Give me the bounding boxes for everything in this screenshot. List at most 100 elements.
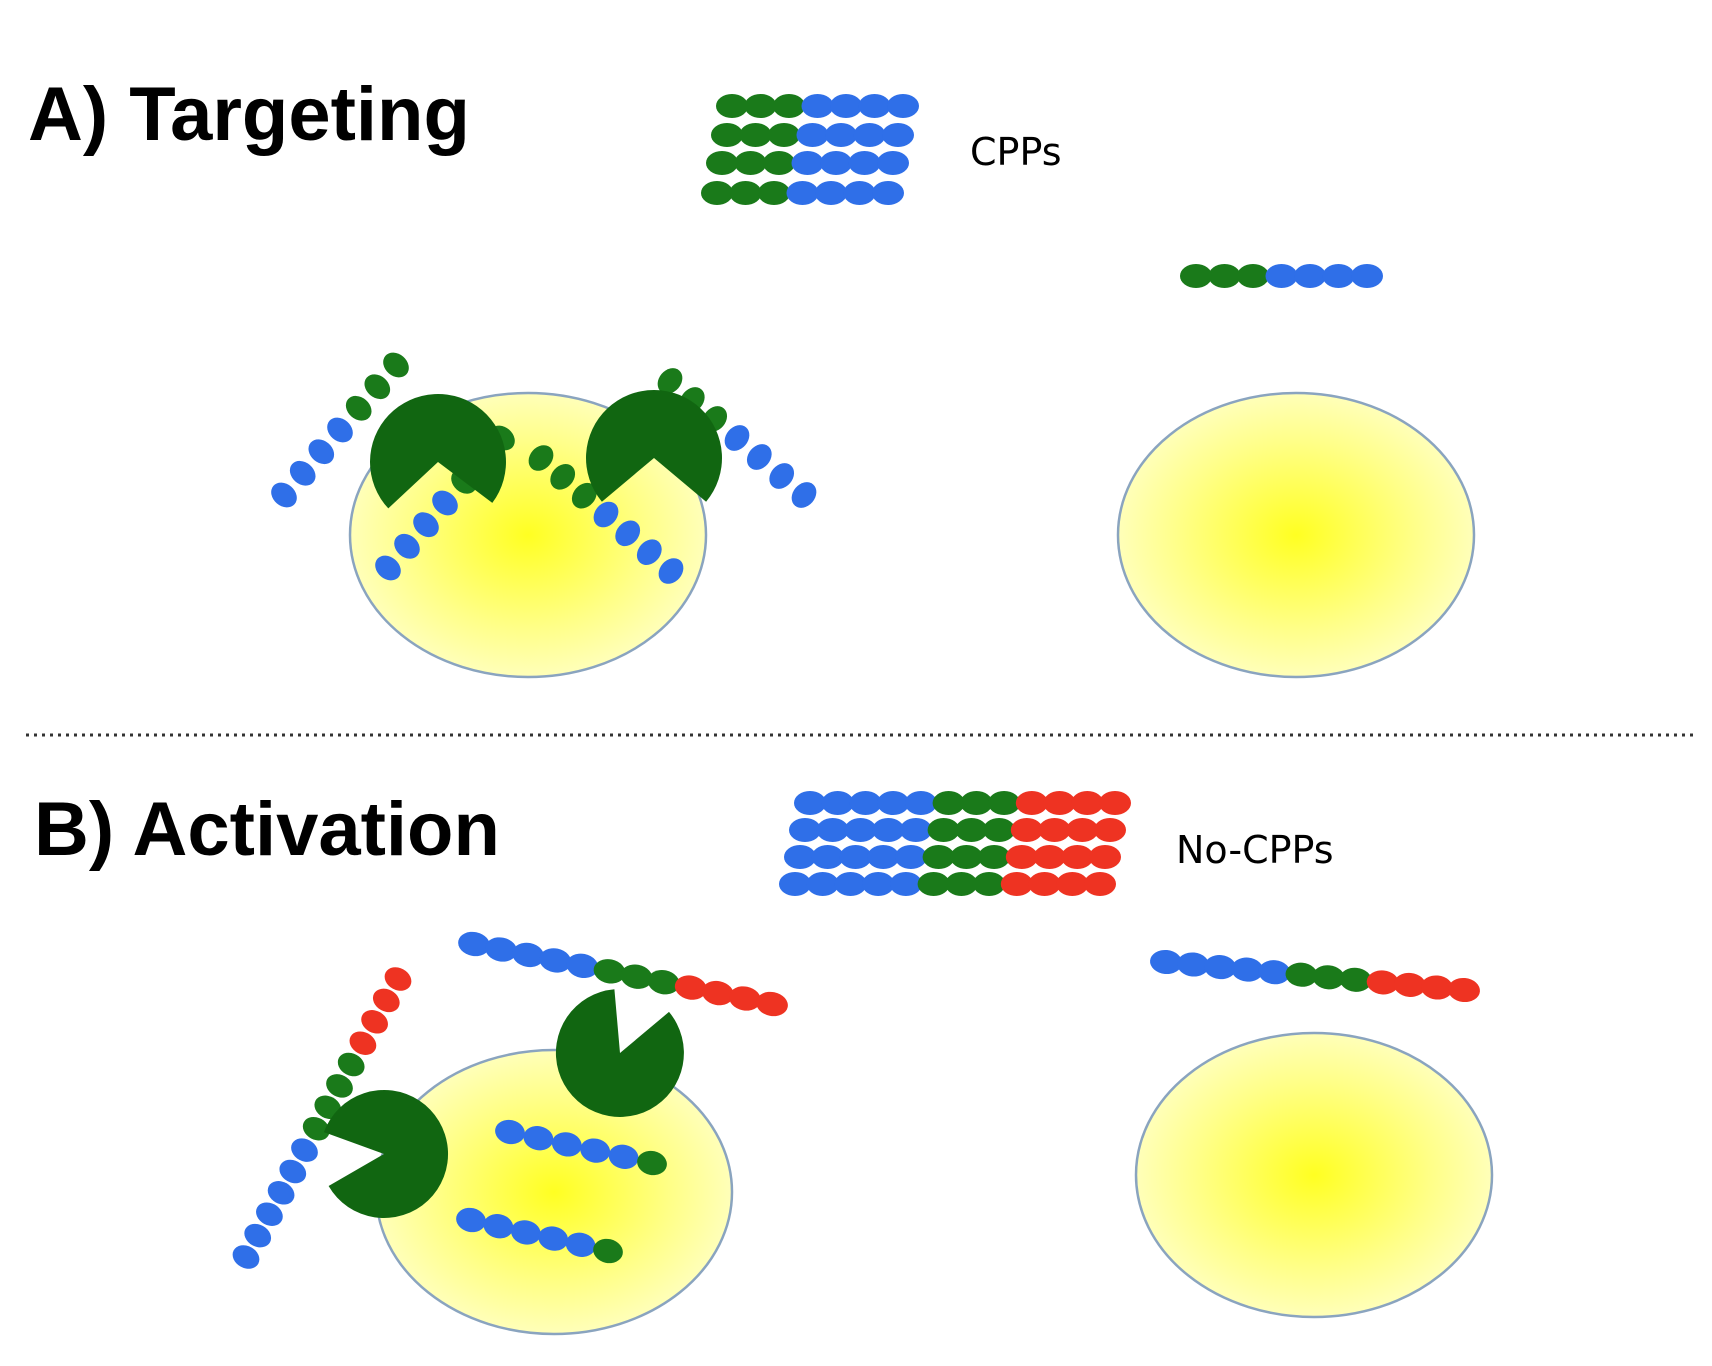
bead [784,845,816,869]
bead [887,94,919,118]
bead [773,94,805,118]
bead [844,818,877,842]
bead [1084,872,1116,896]
bead [308,439,335,465]
bead [593,1238,623,1264]
bead [899,818,932,842]
bead [372,988,400,1013]
bead [724,425,750,451]
cpp-stack-row [701,181,904,205]
bead [1265,264,1298,288]
bead [801,94,834,118]
bead [657,368,683,394]
bead [510,1220,541,1245]
bead [593,501,619,528]
bead [1071,791,1104,815]
bead [1089,845,1121,869]
bead [794,791,826,815]
bead [1056,872,1089,896]
bead [593,959,626,984]
bead [289,460,316,486]
bead [820,151,852,175]
bead [1322,264,1355,288]
bead [432,490,458,516]
bead [550,464,576,490]
bead [326,1074,353,1098]
bead [394,533,420,559]
cpp-bound-outer-left [271,352,409,508]
bead [1448,977,1480,1003]
bead [337,1052,365,1077]
bead [768,123,800,147]
bead [872,181,904,205]
bead [291,1138,318,1162]
bead [1099,791,1131,815]
bead [806,872,839,896]
bead [843,181,876,205]
bead [528,445,554,471]
bead [877,151,909,175]
bead [983,818,1016,842]
bead [1294,264,1326,288]
bead [988,791,1021,815]
bead [734,151,767,175]
bead [882,123,914,147]
panel-activation: B) Activation No-CPPs [34,787,1494,1336]
nocpp-free [1150,949,1480,1003]
bead [1038,818,1071,842]
panel-targeting: A) Targeting CPPs [28,72,1476,679]
bead [917,872,950,896]
cpp-stack-row [711,123,914,147]
enzyme-cleaving-top [555,989,684,1117]
bead [1393,972,1426,997]
bead [1312,965,1345,990]
bead [267,1181,295,1205]
bead [746,444,772,470]
bead [960,791,993,815]
bead [862,872,895,896]
bead [413,512,439,538]
bead [1061,845,1094,869]
bead [375,555,401,581]
bead [739,123,772,147]
bead [849,791,882,815]
bead [1033,845,1066,869]
bead [551,1132,582,1157]
bead [763,151,795,175]
bead [1177,952,1210,977]
nocpp-stack-row [789,818,1126,842]
bead [894,845,927,869]
bead [608,1144,639,1169]
cpp-internal-right [528,445,684,584]
bead [825,123,857,147]
bead [779,872,811,896]
bead [1208,264,1241,288]
bead [904,791,937,815]
bead [955,818,988,842]
panel-b-title: B) Activation [34,787,500,872]
bead [816,818,849,842]
bead [571,482,597,509]
bead [1015,791,1048,815]
nocpp-stack-row [779,872,1116,896]
bead [769,463,795,489]
bead [1000,872,1033,896]
enzyme-receptor-left [369,393,506,509]
bead [811,845,844,869]
bead [877,791,910,815]
bead [1366,970,1399,995]
bead [853,123,886,147]
panel-b-peptide-label: No-CPPs [1176,828,1334,872]
bead [495,1119,525,1145]
bead [1204,955,1237,980]
bead [1231,957,1264,982]
peptides-panel-a [271,94,1383,584]
bead [932,791,965,815]
bead [620,964,653,989]
activated-fragment [495,1119,667,1176]
bead [485,937,517,962]
bead [1420,975,1453,1000]
bead [973,872,1006,896]
bead [716,94,748,118]
bead [647,970,680,995]
